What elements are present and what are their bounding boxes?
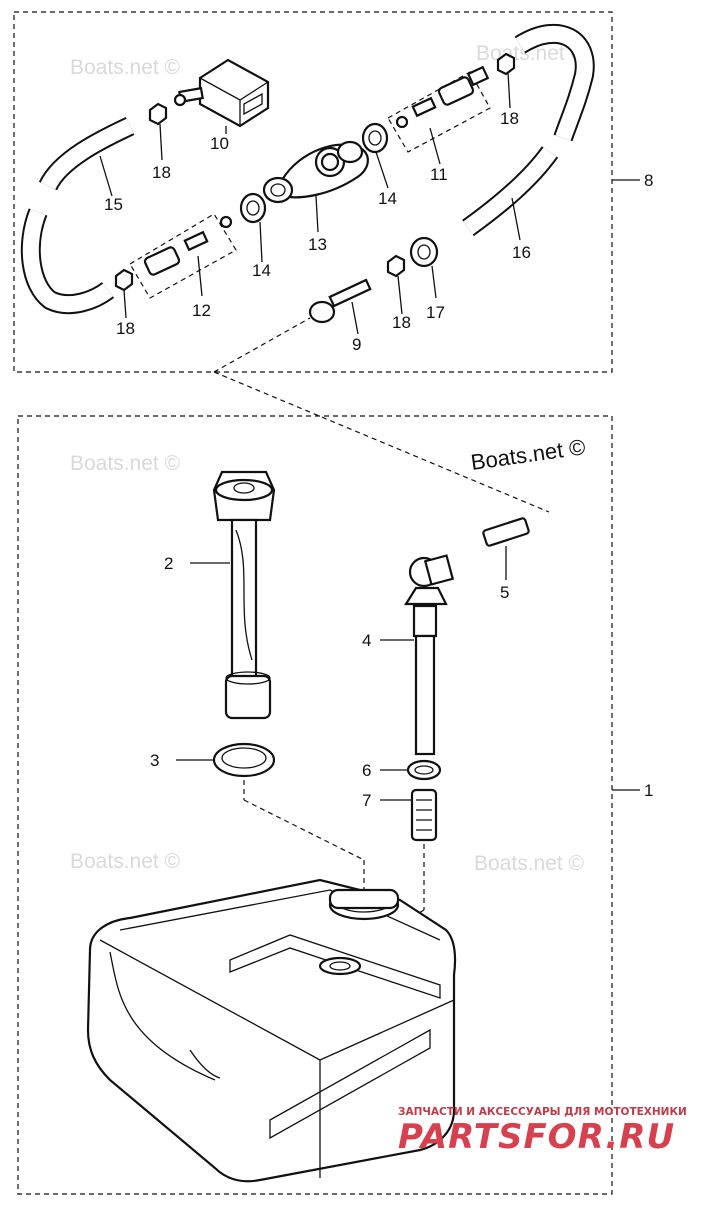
connector-line	[213, 371, 550, 513]
callout-label-7: 7	[362, 791, 371, 810]
watermark: Boats.net ©	[70, 56, 181, 79]
part-3-gasket	[212, 742, 276, 778]
part-9-fitting	[308, 278, 372, 324]
part-18-nut	[386, 254, 406, 278]
part-18-nut	[496, 52, 516, 76]
leader-lines	[99, 71, 640, 801]
callout-label-13: 13	[308, 235, 327, 254]
callout-label-12: 12	[192, 301, 211, 320]
watermark: Boats.net ©	[70, 452, 181, 475]
fuel-tank	[86, 878, 457, 1183]
callout-label-18: 18	[500, 109, 519, 128]
callout-label-18: 18	[392, 313, 411, 332]
part-11-connector-assembly	[387, 65, 491, 153]
watermark: Boats.net ©	[474, 852, 585, 875]
part-10-connector	[173, 58, 270, 128]
fuel-line-group-box	[13, 11, 613, 373]
part-18-nut	[148, 102, 168, 126]
callout-label-11: 11	[430, 165, 448, 184]
partsfor-logo: ЗАПЧАСТИ И АКСЕССУАРЫ ДЛЯ МОТОТЕХНИКИ PA…	[398, 1106, 687, 1157]
brand-name: PARTSFOR.RU	[398, 1117, 675, 1157]
callout-label-5: 5	[500, 583, 509, 602]
callout-label-3: 3	[150, 751, 159, 770]
assembly-line	[243, 799, 365, 861]
watermark-main: Boats.net ©	[469, 434, 587, 475]
part-4-fuel-pickup	[404, 554, 455, 756]
callout-label-18: 18	[116, 319, 135, 338]
brand-tagline: ЗАПЧАСТИ И АКСЕССУАРЫ ДЛЯ МОТОТЕХНИКИ	[398, 1106, 687, 1118]
callout-label-17: 17	[426, 303, 445, 322]
watermark: Boats.net ©	[70, 850, 181, 873]
callout-label-18: 18	[152, 163, 171, 182]
callout-label-9: 9	[352, 335, 361, 354]
part-5-fitting	[482, 517, 530, 547]
part-17-collar	[409, 236, 439, 268]
callout-label-15: 15	[104, 195, 123, 214]
callout-label-6: 6	[362, 761, 371, 780]
part-12-connector-assembly	[129, 213, 237, 299]
callout-label-14: 14	[252, 261, 271, 280]
part-18-nut	[114, 268, 134, 292]
part-14-collar	[239, 192, 267, 224]
part-15-hose	[20, 116, 135, 315]
part-2-fuel-gauge	[212, 470, 276, 720]
part-13-primer-bulb	[262, 140, 369, 204]
part-14-collar	[361, 122, 389, 154]
callout-label-10: 10	[210, 134, 229, 153]
callout-label-1: 1	[644, 781, 653, 800]
callout-label-4: 4	[362, 631, 371, 650]
part-16-hose	[462, 23, 595, 237]
connector-line-9	[213, 317, 311, 373]
callout-label-14: 14	[378, 189, 397, 208]
fuel-tank-group-box	[17, 415, 613, 1195]
part-6-o-ring	[406, 759, 442, 781]
callout-label-8: 8	[644, 171, 653, 190]
callout-label-16: 16	[512, 243, 531, 262]
part-7-filter	[410, 788, 438, 842]
callout-label-2: 2	[164, 554, 173, 573]
